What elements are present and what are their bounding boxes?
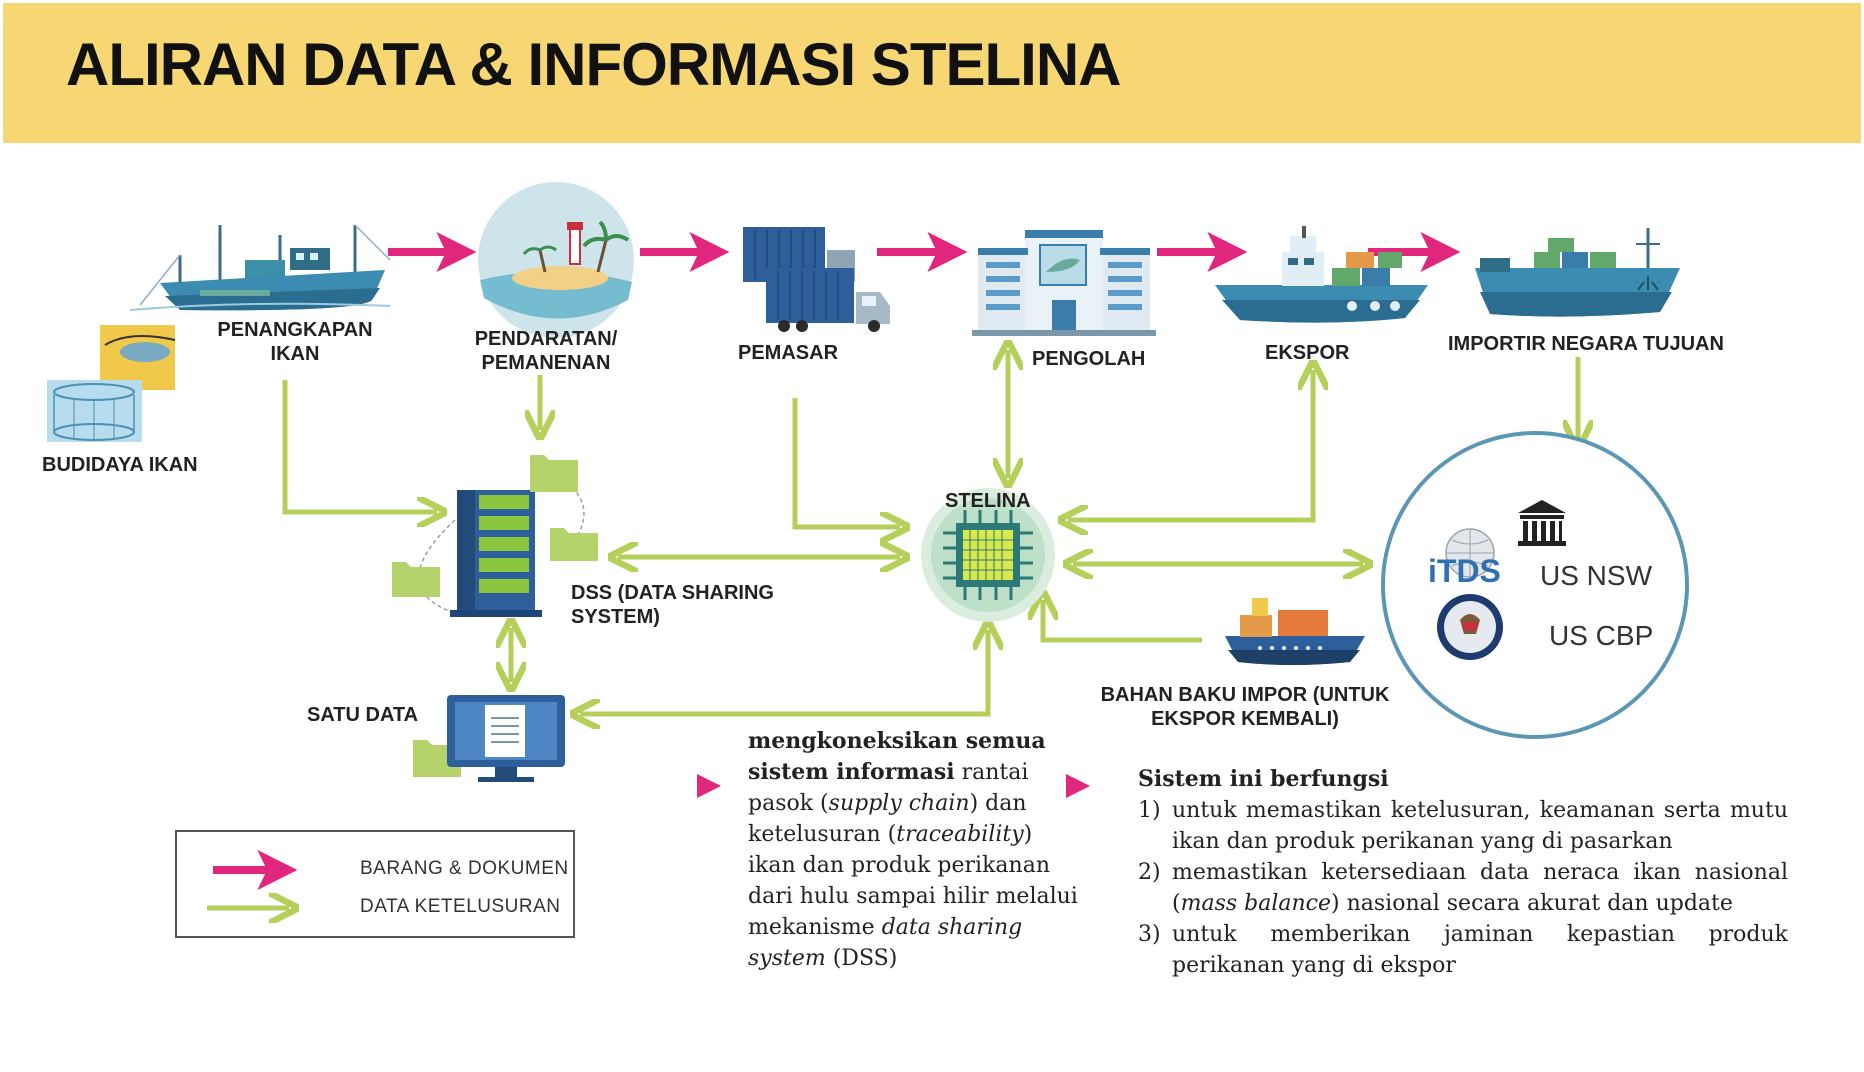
title-banner bbox=[3, 3, 1861, 143]
description-bold: mengkoneksikan semua sistem informasi bbox=[748, 728, 1046, 785]
description-text: (DSS) bbox=[825, 946, 898, 971]
dss-server-icon bbox=[418, 474, 585, 617]
trace-satudata-stelina bbox=[580, 630, 988, 714]
trace-penangkapan-dss bbox=[282, 380, 437, 512]
import-cargo-ship-icon bbox=[1225, 598, 1365, 665]
function-text-part: ) nasional secara akurat dan update bbox=[1331, 891, 1733, 916]
function-italic: mass balance bbox=[1180, 891, 1332, 916]
label-dss: DSS (DATA SHARING SYSTEM) bbox=[571, 582, 774, 628]
label-pendaratan: PENDARATAN/ PEMANENAN bbox=[474, 328, 618, 374]
functions-list: Sistem ini berfungsi 1) untuk memastikan… bbox=[1138, 764, 1788, 981]
legend-goods-label: BARANG & DOKUMEN bbox=[360, 858, 569, 879]
function-number: 2) bbox=[1138, 860, 1161, 885]
trace-pemasar-stelina bbox=[792, 398, 900, 527]
cbp-seal-icon bbox=[1437, 594, 1503, 660]
bullet-triangle-icon bbox=[697, 774, 721, 798]
landing-island-icon bbox=[478, 182, 634, 338]
us-agencies-circle bbox=[1381, 431, 1689, 739]
description-paragraph: mengkoneksikan semua sistem informasi ra… bbox=[748, 726, 1078, 974]
description-text: rantai pasok ( bbox=[748, 760, 1029, 816]
function-text-part: memastikan ketersediaan data neraca ikan… bbox=[1172, 860, 1788, 916]
us-nsw-label: US NSW bbox=[1540, 560, 1652, 591]
export-ship-icon bbox=[1215, 226, 1428, 323]
label-budidaya-ikan: BUDIDAYA IKAN bbox=[42, 454, 198, 476]
us-cbp-label: US CBP bbox=[1549, 620, 1654, 651]
function-item: 2) memastikan ketersediaan data neraca i… bbox=[1138, 857, 1788, 919]
label-pemasar: PEMASAR bbox=[738, 342, 839, 364]
function-text: untuk memberikan jaminan kepastian produ… bbox=[1172, 922, 1788, 978]
trace-ekspor-stelina bbox=[1068, 370, 1313, 520]
aquaculture-icon bbox=[47, 325, 176, 442]
description-text: ) dan ketelusuran ( bbox=[748, 791, 1027, 847]
government-building-icon bbox=[1518, 500, 1566, 546]
label-pengolah: PENGOLAH bbox=[1032, 348, 1146, 370]
legend: BARANG & DOKUMEN DATA KETELUSURAN bbox=[175, 830, 575, 938]
function-item: 1) untuk memastikan ketelusuran, keamana… bbox=[1138, 795, 1788, 857]
bullet-triangle-icon bbox=[1066, 774, 1090, 798]
function-text: memastikan ketersediaan data neraca ikan… bbox=[1172, 857, 1788, 919]
trace-flow-arrows bbox=[282, 350, 1578, 714]
legend-swatches bbox=[207, 850, 577, 940]
function-text: untuk memastikan ketelusuran, keamanan s… bbox=[1172, 798, 1788, 854]
page-title: ALIRAN DATA & INFORMASI STELINA bbox=[66, 31, 1121, 98]
processing-factory-icon bbox=[972, 230, 1156, 336]
description-italic: traceability bbox=[896, 822, 1024, 847]
label-satu-data: SATU DATA bbox=[307, 704, 419, 726]
label-ekspor: EKSPOR bbox=[1265, 342, 1350, 364]
function-item: 3) untuk memberikan jaminan kepastian pr… bbox=[1138, 919, 1788, 981]
fishing-boat-icon bbox=[129, 224, 391, 311]
itds-globe-icon bbox=[1445, 528, 1495, 578]
container-truck-icon bbox=[743, 227, 890, 332]
description-text: ) ikan dan produk perikanan dari hulu sa… bbox=[748, 822, 1078, 940]
trace-bahanbaku-stelina bbox=[1043, 600, 1202, 643]
legend-trace-label: DATA KETELUSURAN bbox=[360, 896, 561, 917]
description-italic: data sharing system bbox=[748, 915, 1023, 971]
function-number: 1) bbox=[1138, 798, 1161, 823]
label-stelina: STELINA bbox=[945, 490, 1031, 512]
importer-ship-icon bbox=[1475, 228, 1680, 317]
stelina-chip-icon bbox=[921, 488, 1055, 622]
itds-label: iTDS bbox=[1428, 553, 1501, 589]
satu-data-monitor-icon bbox=[447, 695, 565, 782]
label-bahan-baku-impor: BAHAN BAKU IMPOR (UNTUK EKSPOR KEMBALI) bbox=[1100, 684, 1390, 730]
description-italic: supply chain bbox=[828, 791, 970, 816]
function-number: 3) bbox=[1138, 922, 1161, 947]
label-importir: IMPORTIR NEGARA TUJUAN bbox=[1448, 333, 1724, 355]
label-penangkapan-ikan: PENANGKAPAN IKAN bbox=[217, 319, 373, 365]
functions-heading: Sistem ini berfungsi bbox=[1138, 766, 1389, 792]
